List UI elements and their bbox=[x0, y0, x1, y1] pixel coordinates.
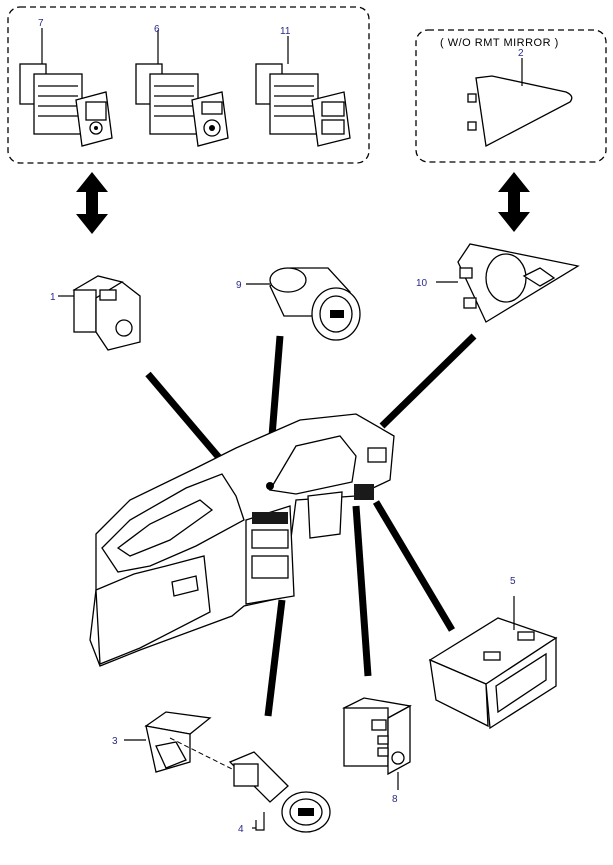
cigar-lighter-4 bbox=[228, 751, 331, 833]
callout-1: 1 bbox=[50, 292, 56, 303]
leader-5 bbox=[372, 500, 456, 632]
callout-10: 10 bbox=[416, 278, 428, 289]
inset-caption: ( W/O RMT MIRROR ) bbox=[440, 37, 559, 49]
callout-2: 2 bbox=[518, 48, 524, 59]
callout-8: 8 bbox=[392, 794, 398, 805]
exchange-arrow-left bbox=[76, 172, 108, 234]
switch-group-box bbox=[7, 6, 370, 164]
storage-tray-5 bbox=[428, 596, 558, 730]
mirror-option-box bbox=[415, 29, 607, 163]
leader-8 bbox=[352, 505, 372, 677]
callout-9: 9 bbox=[236, 280, 242, 291]
assembly-line bbox=[169, 737, 239, 773]
leader-10 bbox=[379, 333, 477, 429]
callout-4: 4 bbox=[238, 824, 244, 835]
switch-7 bbox=[19, 28, 113, 147]
instrument-panel bbox=[89, 413, 395, 667]
ashtray-cup-3 bbox=[124, 711, 212, 773]
mirror-cover-2 bbox=[467, 58, 573, 148]
lighter-socket-9 bbox=[246, 267, 361, 341]
leader-3-4 bbox=[264, 599, 286, 717]
switch-module-8 bbox=[342, 697, 412, 790]
switch-1 bbox=[58, 275, 141, 351]
switch-11 bbox=[255, 36, 351, 147]
callout-6: 6 bbox=[154, 24, 160, 35]
exchange-arrow-right bbox=[498, 172, 530, 232]
callout-5: 5 bbox=[510, 576, 516, 587]
callout-3: 3 bbox=[112, 736, 118, 747]
switch-6 bbox=[135, 30, 229, 147]
callout-11: 11 bbox=[280, 26, 291, 37]
callout-7: 7 bbox=[38, 18, 44, 29]
mirror-switch-10 bbox=[436, 243, 580, 323]
